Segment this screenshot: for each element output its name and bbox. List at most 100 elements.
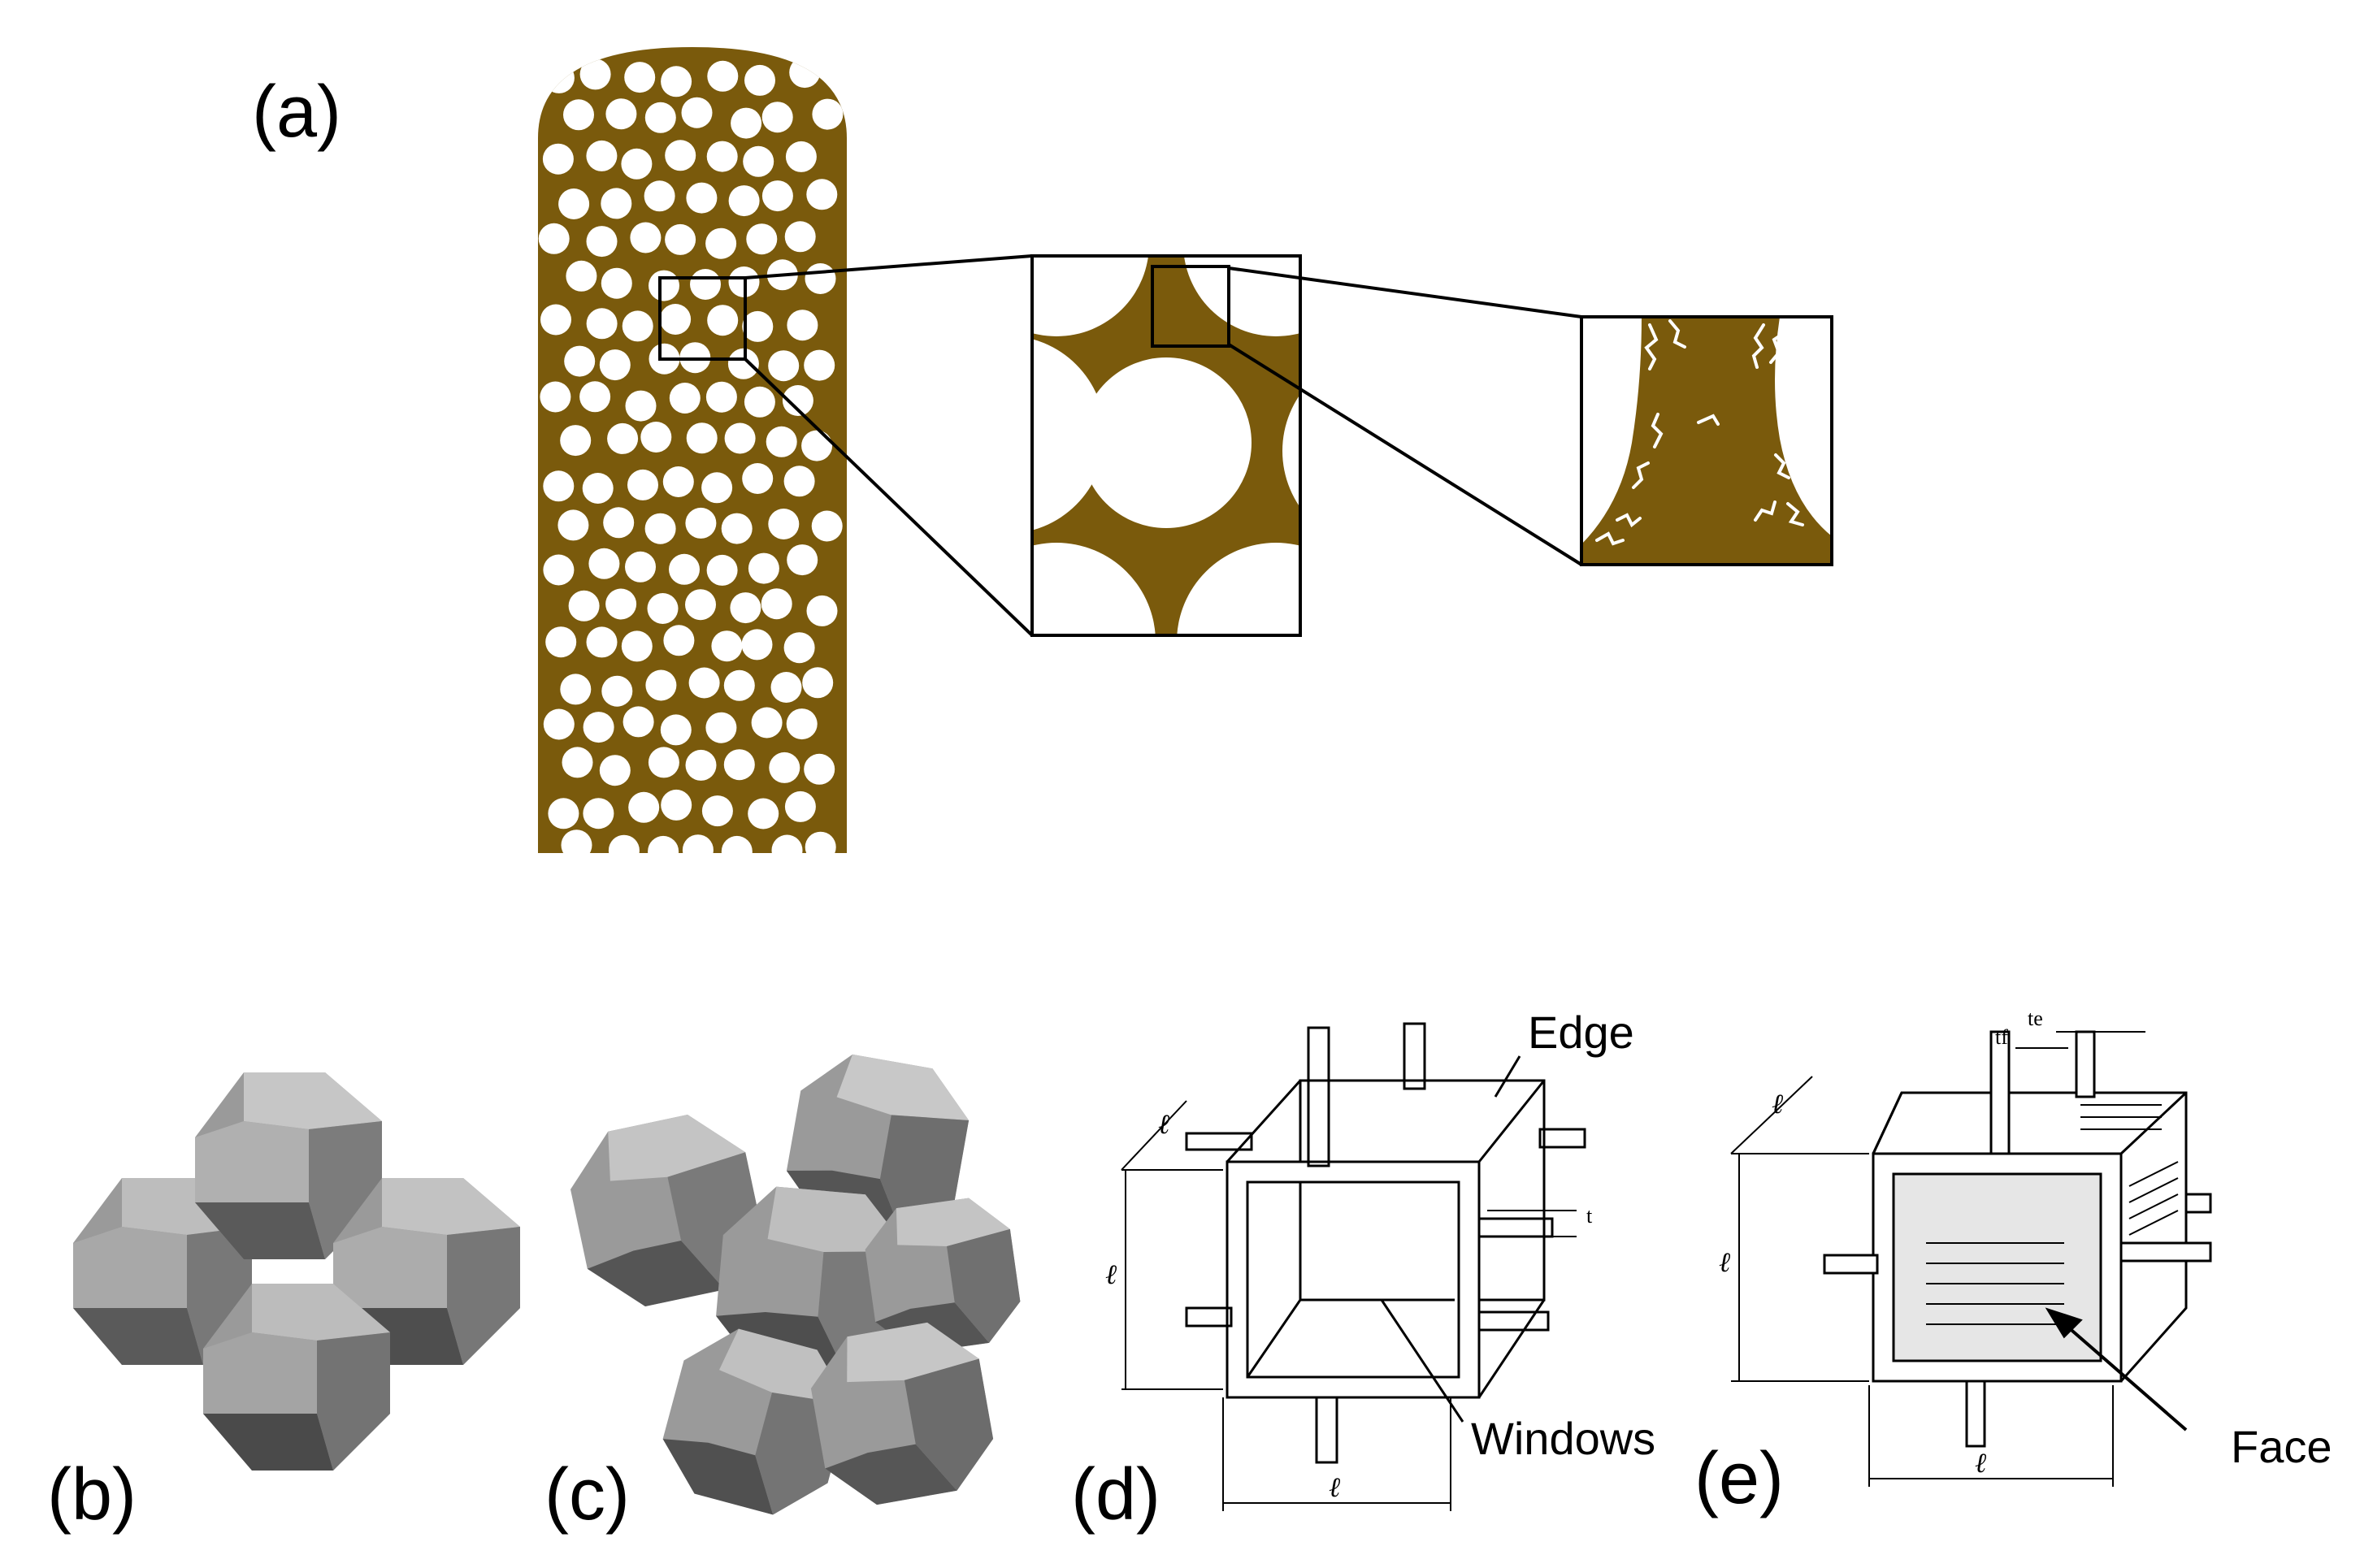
- pore: [543, 554, 575, 586]
- pore: [787, 310, 818, 341]
- pore: [802, 667, 834, 699]
- pore: [768, 509, 800, 539]
- pore: [751, 707, 783, 739]
- pore: [649, 270, 679, 301]
- pore: [557, 509, 589, 541]
- zoom-panel-2: [1580, 315, 1833, 566]
- pore: [769, 752, 800, 783]
- zoom-box-2-source: [1151, 265, 1230, 348]
- pore: [563, 99, 594, 131]
- panel-label-b: (b): [47, 1454, 137, 1536]
- pore: [583, 712, 614, 743]
- pore: [766, 426, 797, 457]
- dim-length-vertical-e: ℓ: [1719, 1248, 1730, 1278]
- porous-strut: [538, 47, 847, 853]
- pore: [761, 102, 793, 133]
- zoom-box-1-source: [658, 276, 747, 361]
- pore: [582, 473, 614, 504]
- pore: [741, 629, 773, 661]
- pore: [542, 143, 574, 175]
- pore: [625, 551, 656, 583]
- pore: [605, 588, 637, 620]
- pore: [545, 626, 577, 658]
- pore: [768, 350, 800, 382]
- pore: [560, 674, 592, 705]
- pore: [648, 747, 679, 778]
- pore: [540, 304, 571, 336]
- pore: [804, 349, 835, 381]
- polyhedron-c1: [570, 1115, 762, 1306]
- pore: [784, 790, 816, 822]
- pore: [561, 829, 592, 853]
- pore: [743, 145, 774, 177]
- dim-length-depth-e: ℓ: [1772, 1089, 1783, 1120]
- pore: [707, 305, 739, 336]
- dim-face-thickness-e: tf: [1995, 1025, 2008, 1049]
- pore: [558, 188, 590, 219]
- pore: [640, 422, 672, 453]
- pore: [706, 141, 738, 172]
- tetrakaidecahedron-left: [73, 1178, 252, 1365]
- pore: [669, 383, 701, 414]
- pore: [586, 140, 618, 171]
- pore: [599, 755, 631, 786]
- zoom-panel-1: [1030, 254, 1302, 637]
- pore: [586, 226, 618, 258]
- pore: [730, 592, 761, 624]
- pore: [770, 672, 802, 703]
- pore: [645, 669, 677, 701]
- pore: [543, 470, 575, 502]
- pore: [540, 381, 571, 413]
- pore: [625, 390, 657, 422]
- pore: [548, 798, 579, 829]
- pore: [588, 548, 620, 579]
- pore: [783, 632, 815, 664]
- zoom-connector-1a: [744, 254, 1033, 279]
- polyhedron-c6: [810, 1322, 994, 1505]
- pore: [789, 57, 821, 89]
- pore: [599, 349, 631, 381]
- pore: [785, 141, 817, 172]
- pore: [787, 544, 818, 576]
- pore: [805, 831, 836, 853]
- panel-label-e: (e): [1694, 1438, 1784, 1519]
- pore: [583, 798, 614, 829]
- pore: [746, 223, 778, 255]
- pore: [721, 835, 753, 853]
- pore: [560, 425, 592, 457]
- pore: [586, 626, 618, 658]
- open-cell-cube-model: [1121, 1022, 1586, 1511]
- pore: [805, 263, 836, 294]
- pore: [723, 669, 755, 701]
- pore: [566, 260, 597, 292]
- pore: [564, 345, 596, 377]
- pore: [721, 513, 753, 544]
- pore: [701, 472, 733, 504]
- pore: [663, 625, 695, 656]
- pore: [801, 430, 833, 461]
- pore: [742, 310, 774, 342]
- pore: [742, 463, 774, 494]
- pore: [686, 422, 718, 454]
- pore: [811, 510, 843, 542]
- pore: [744, 64, 775, 96]
- pore: [607, 422, 639, 454]
- pore: [707, 60, 739, 92]
- pore: [690, 269, 721, 300]
- dim-length-vertical-d: ℓ: [1105, 1260, 1117, 1290]
- pore: [685, 507, 717, 539]
- pore: [728, 185, 760, 217]
- pore: [644, 180, 675, 212]
- face-label: Face: [2231, 1421, 2332, 1472]
- pore: [661, 66, 692, 97]
- pore: [701, 795, 733, 827]
- pore: [688, 667, 720, 699]
- pore: [562, 747, 593, 778]
- pore: [744, 386, 775, 418]
- pore: [812, 98, 844, 130]
- pore: [705, 381, 737, 413]
- dim-length-horizontal-e: ℓ: [1975, 1449, 1986, 1479]
- pore: [661, 789, 692, 821]
- pore: [681, 97, 713, 128]
- pore: [660, 714, 692, 746]
